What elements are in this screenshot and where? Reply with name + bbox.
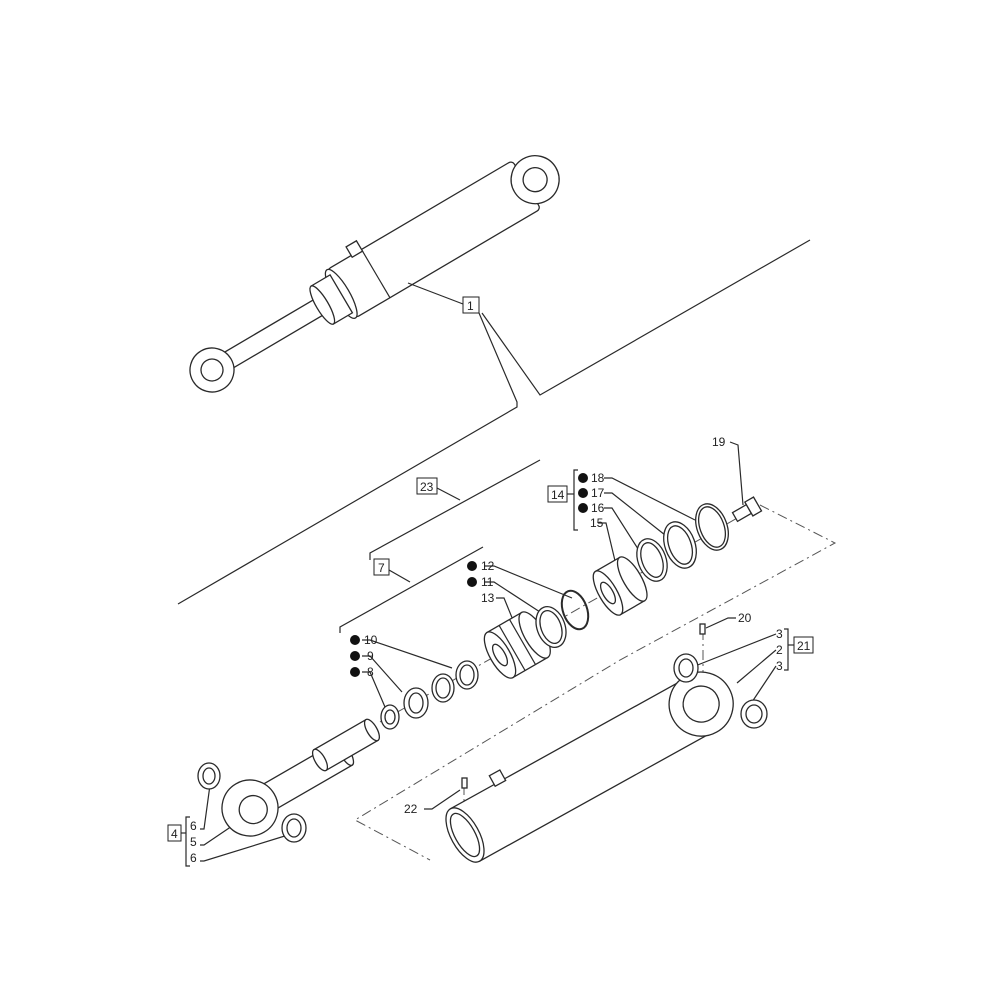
callout-3-bottom: 3 bbox=[776, 659, 783, 673]
callout-7: 7 bbox=[378, 561, 385, 575]
callout-12: 12 bbox=[481, 559, 495, 573]
assembled-cylinder bbox=[189, 155, 560, 393]
callout-4: 4 bbox=[171, 827, 178, 841]
exploded-parts bbox=[197, 496, 768, 863]
callout-22: 22 bbox=[404, 802, 418, 816]
callout-16: 16 bbox=[591, 501, 605, 515]
callout-15: 15 bbox=[590, 516, 604, 530]
kit-dot-10 bbox=[350, 635, 360, 645]
callout-23: 23 bbox=[420, 480, 434, 494]
callout-9: 9 bbox=[367, 649, 374, 663]
callout-19: 19 bbox=[712, 435, 726, 449]
callout-6-bottom: 6 bbox=[190, 851, 197, 865]
callout-8: 8 bbox=[367, 665, 374, 679]
callout-2: 2 bbox=[776, 643, 783, 657]
callout-6-top: 6 bbox=[190, 819, 197, 833]
kit-dot-9 bbox=[350, 651, 360, 661]
callout-1: 1 bbox=[467, 299, 474, 313]
kit-dot-8 bbox=[350, 667, 360, 677]
barrel bbox=[445, 671, 734, 863]
plain-callouts: 12 11 13 10 9 8 18 17 16 15 19 20 3 2 3 … bbox=[190, 435, 783, 865]
callout-10: 10 bbox=[364, 633, 378, 647]
kit-dot-18 bbox=[578, 473, 588, 483]
callout-20: 20 bbox=[738, 611, 752, 625]
leader-lines bbox=[177, 239, 811, 867]
callout-14: 14 bbox=[551, 488, 565, 502]
kit-dot-17 bbox=[578, 488, 588, 498]
callout-3-top: 3 bbox=[776, 627, 783, 641]
callout-13: 13 bbox=[481, 591, 495, 605]
centerlines bbox=[353, 504, 837, 861]
callout-18: 18 bbox=[591, 471, 605, 485]
callout-5: 5 bbox=[190, 835, 197, 849]
kit-dot-11 bbox=[467, 577, 477, 587]
callout-11: 11 bbox=[481, 575, 494, 589]
boxed-callouts: 1 23 7 14 21 4 bbox=[167, 296, 814, 842]
kit-dot-12 bbox=[467, 561, 477, 571]
callout-21: 21 bbox=[797, 639, 811, 653]
kit-dot-16 bbox=[578, 503, 588, 513]
callout-17: 17 bbox=[591, 486, 605, 500]
kit-markers bbox=[350, 473, 588, 677]
